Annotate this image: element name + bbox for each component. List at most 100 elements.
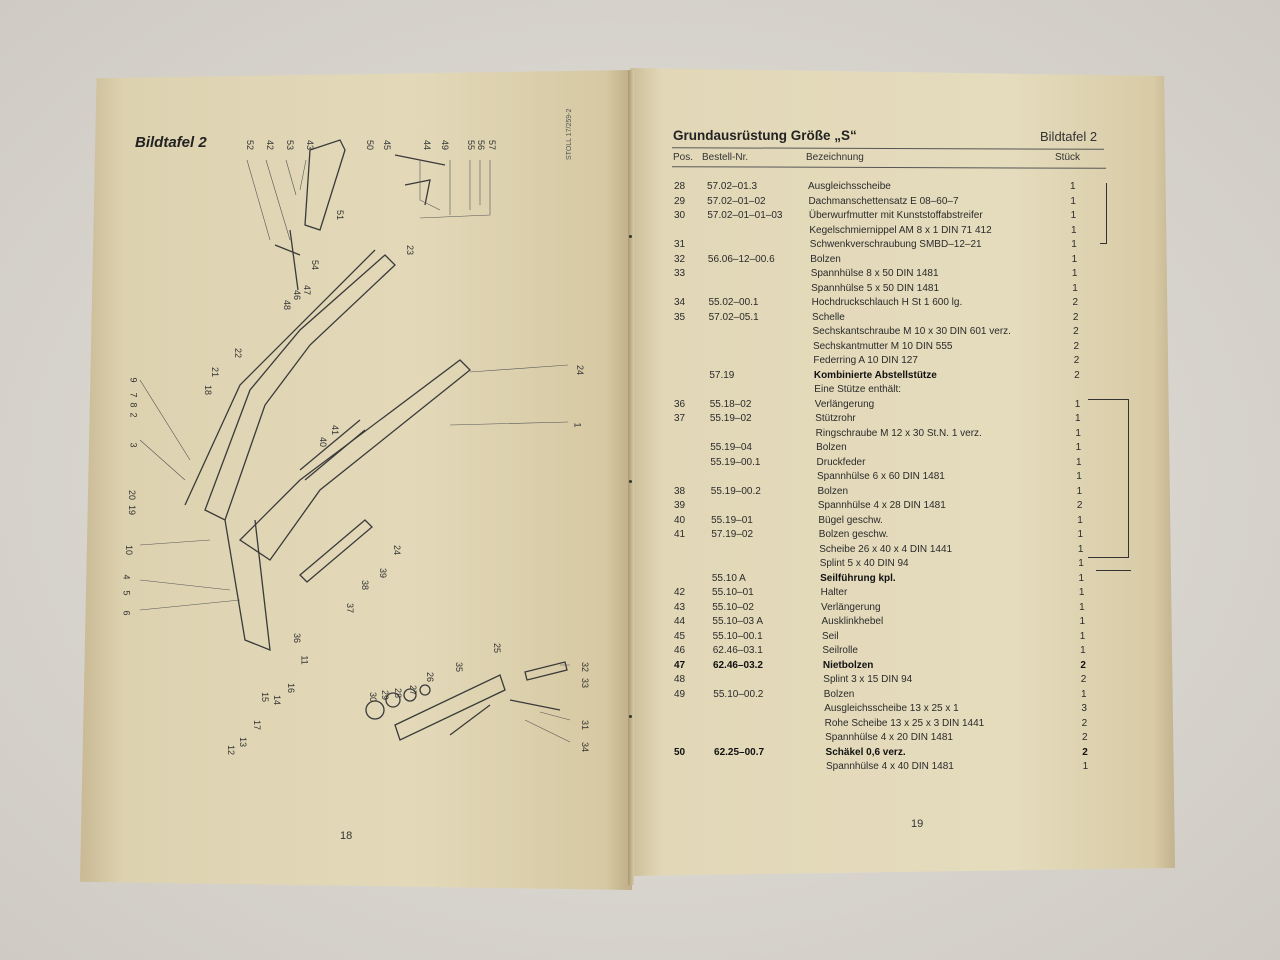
quantity-cell: 1 — [1076, 485, 1083, 497]
pos-cell: 45 — [674, 630, 686, 642]
description-cell: Federring A 10 DIN 127 — [813, 355, 918, 366]
quantity-cell: 1 — [1075, 413, 1081, 424]
quantity-cell: 1 — [1079, 601, 1085, 613]
cylinder-rod — [449, 704, 491, 736]
callout-number: 16 — [286, 682, 297, 694]
quantity-cell: 1 — [1070, 224, 1077, 236]
callout-number: 2 — [128, 412, 139, 418]
callout-number: 46 — [292, 289, 303, 301]
callout-number: 1 — [572, 422, 583, 428]
quantity-cell: 3 — [1081, 703, 1087, 714]
description-cell: Sechskantmutter M 10 DIN 555 — [812, 340, 953, 352]
column-header-quantity: Stück — [1055, 152, 1081, 163]
order-number-cell: 55.10–00.1 — [712, 630, 763, 642]
callout-number: 32 — [580, 661, 591, 673]
description-cell: Hochdruckschlauch H St 1 600 lg. — [811, 297, 963, 308]
callout-number: 49 — [440, 139, 451, 151]
quantity-cell: 1 — [1082, 761, 1089, 772]
description-cell: Sechskantschraube M 10 x 30 DIN 601 verz… — [812, 326, 1011, 337]
pos-cell: 29 — [674, 195, 686, 207]
quantity-cell: 1 — [1080, 645, 1086, 656]
callout-number: 34 — [580, 741, 591, 753]
quantity-cell: 2 — [1073, 355, 1080, 366]
description-cell: Halter — [820, 587, 848, 598]
callout-number: 28 — [393, 687, 404, 699]
order-number-cell: 57.19–02 — [711, 529, 754, 540]
hydraulic-cylinder — [394, 674, 506, 741]
description-cell: Bolzen — [823, 688, 855, 700]
callout-number: 24 — [392, 544, 403, 556]
pos-cell: 48 — [674, 674, 686, 685]
pos-cell: 49 — [674, 688, 686, 700]
callout-number: 36 — [292, 632, 303, 644]
description-cell: Spannhülse 6 x 60 DIN 1481 — [817, 471, 945, 482]
callout-number: 3 — [128, 442, 139, 448]
order-number-cell: 55.19–04 — [710, 442, 752, 453]
order-number-cell: 57.02–01.3 — [707, 181, 758, 192]
quantity-cell: 1 — [1070, 195, 1076, 207]
description-cell: Stützrohr — [815, 413, 856, 424]
quantity-cell: 1 — [1072, 282, 1078, 294]
quantity-cell: 1 — [1079, 616, 1085, 627]
callout-number: 52 — [245, 139, 256, 151]
group-bracket — [1096, 570, 1131, 572]
description-cell: Bolzen — [810, 253, 841, 265]
quantity-cell: 1 — [1070, 181, 1076, 192]
order-number-cell: 55.19–02 — [709, 413, 752, 424]
quantity-cell: 1 — [1079, 630, 1086, 642]
callout-number: 44 — [422, 139, 433, 151]
description-cell: Nietbolzen — [822, 659, 874, 671]
callout-number: 38 — [360, 579, 371, 591]
callout-number: 9 — [128, 377, 139, 383]
order-number-cell: 55.19–01 — [711, 514, 753, 526]
plate-title: Bildtafel 2 — [135, 134, 207, 151]
quantity-cell: 2 — [1081, 717, 1088, 729]
pos-cell: 41 — [674, 529, 686, 540]
pos-cell: 39 — [674, 500, 686, 511]
callout-number: 12 — [226, 744, 237, 756]
quantity-cell: 2 — [1073, 326, 1079, 337]
quantity-cell: 2 — [1073, 340, 1080, 352]
quantity-cell: 1 — [1070, 210, 1077, 221]
quantity-cell: 1 — [1078, 572, 1085, 584]
description-cell: Bolzen geschw. — [818, 529, 889, 540]
staple — [629, 715, 632, 718]
callout-number: 7 — [128, 392, 139, 398]
plate-reference: Bildtafel 2 — [1040, 129, 1098, 144]
pos-cell: 40 — [674, 514, 686, 526]
quantity-cell: 1 — [1081, 688, 1087, 700]
callout-number: 19 — [127, 504, 138, 516]
order-number-cell: 62.25–00.7 — [714, 746, 765, 758]
pos-cell: 44 — [674, 616, 686, 627]
description-cell: Kombinierte Abstellstütze — [813, 369, 937, 381]
pos-cell: 43 — [674, 601, 686, 613]
description-cell: Bolzen — [817, 485, 849, 497]
order-number-cell: 57.02–05.1 — [708, 311, 759, 323]
quantity-cell: 1 — [1078, 558, 1084, 569]
book-spine — [628, 70, 634, 885]
pos-cell: 46 — [674, 645, 686, 656]
staple — [629, 235, 632, 238]
callout-number: 45 — [382, 139, 393, 151]
order-number-cell: 55.10–03 A — [712, 616, 763, 627]
description-cell: Ausklinkhebel — [821, 616, 884, 627]
description-cell: Ausgleichsscheibe 13 x 25 x 1 — [824, 703, 959, 714]
pos-cell: 33 — [674, 268, 686, 279]
callout-number: 5 — [121, 590, 132, 596]
callout-number: 50 — [365, 139, 376, 151]
pos-cell: 38 — [674, 485, 686, 497]
callout-number: 14 — [272, 694, 283, 706]
pos-cell: 36 — [674, 398, 686, 410]
callout-number: 15 — [260, 691, 271, 703]
group-bracket — [1100, 183, 1107, 244]
quantity-cell: 1 — [1077, 514, 1083, 526]
order-number-cell: 55.10–01 — [712, 587, 754, 598]
quantity-cell: 1 — [1076, 471, 1082, 482]
description-cell: Seilführung kpl. — [820, 572, 896, 584]
cylinder — [299, 419, 366, 481]
pos-cell: 34 — [674, 297, 686, 308]
quantity-cell: 1 — [1075, 456, 1082, 468]
description-cell: Kegelschmiernippel AM 8 x 1 DIN 71 412 — [809, 224, 992, 236]
description-cell: Spannhülse 4 x 40 DIN 1481 — [826, 761, 954, 772]
pos-cell: 32 — [674, 253, 686, 265]
